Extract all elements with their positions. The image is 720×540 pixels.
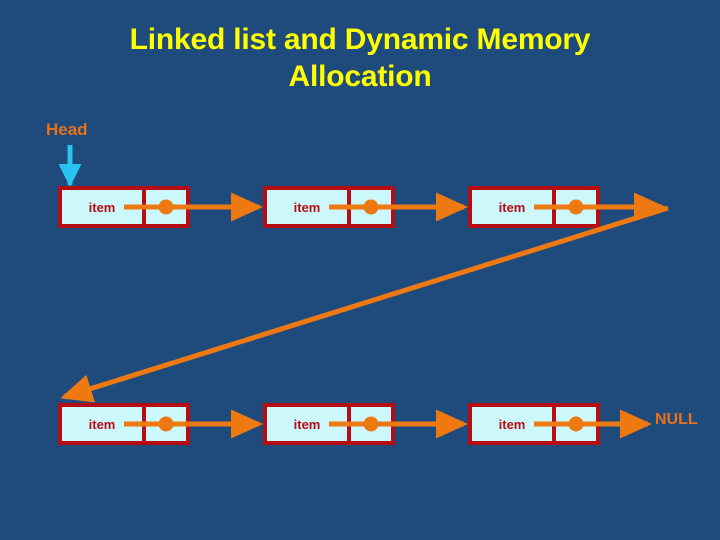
- node-pointer-cell: [556, 403, 600, 445]
- node-pointer-cell: [351, 403, 395, 445]
- head-label: Head: [46, 120, 88, 139]
- pointer-dot-icon: [363, 416, 379, 432]
- list-item: item: [263, 186, 395, 228]
- pointer-dot-icon: [363, 199, 379, 215]
- page-title: Linked list and Dynamic Memory Allocatio…: [129, 23, 591, 93]
- node-data-cell: item: [263, 403, 351, 445]
- link-arrow-wrap-diagonal: [60, 205, 669, 403]
- node-data-cell: item: [58, 186, 146, 228]
- list-item: item: [468, 403, 600, 445]
- node-data-cell: item: [468, 403, 556, 445]
- pointer-dot-icon: [568, 416, 584, 432]
- node-data-cell: item: [468, 186, 556, 228]
- pointer-dot-icon: [568, 199, 584, 215]
- null-terminator-label: NULL: [655, 411, 698, 428]
- list-item: item: [58, 403, 190, 445]
- node-pointer-cell: [351, 186, 395, 228]
- node-pointer-cell: [556, 186, 600, 228]
- pointer-dot-icon: [158, 416, 174, 432]
- node-pointer-cell: [146, 403, 190, 445]
- node-data-cell: item: [58, 403, 146, 445]
- node-pointer-cell: [146, 186, 190, 228]
- node-data-cell: item: [263, 186, 351, 228]
- pointer-dot-icon: [158, 199, 174, 215]
- list-item: item: [468, 186, 600, 228]
- list-item: item: [263, 403, 395, 445]
- list-item: item: [58, 186, 190, 228]
